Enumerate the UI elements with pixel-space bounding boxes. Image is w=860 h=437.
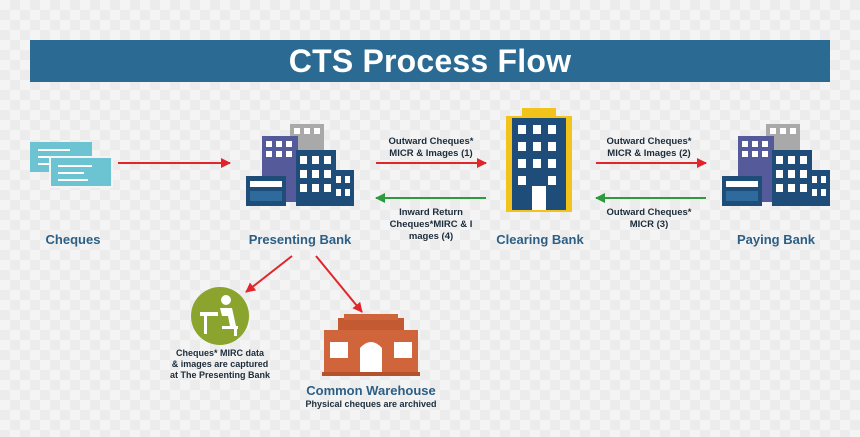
edge-label-line: Inward Return (399, 207, 463, 218)
edge-label-line: Cheques*MIRC & I (389, 219, 473, 230)
note-line: at The Presenting Bank (169, 370, 271, 380)
edge-label-line: mages (4) (408, 231, 454, 242)
edge-label-outward-1: Outward Cheques* MICR & Images (1) (376, 136, 486, 160)
edge-label-inward-4: Inward Return Cheques*MIRC & I mages (4) (376, 207, 486, 243)
edge-label-outward-2: Outward Cheques* MICR & Images (2) (594, 136, 704, 160)
data-capture-icon (191, 287, 249, 345)
edge-label-line: Outward Cheques* (606, 136, 692, 147)
edge-label-line: MICR & Images (2) (607, 148, 691, 159)
page-title: CTS Process Flow (30, 40, 830, 82)
note-data-capture: Cheques* MIRC data & images are captured… (160, 348, 280, 381)
cheques-icon (30, 142, 113, 188)
note-line: Cheques* MIRC data (175, 348, 264, 358)
arrow-to-data-capture (245, 255, 293, 293)
clearing-bank-icon (506, 108, 572, 212)
note-line: & images are captured (171, 359, 269, 369)
node-label-cheques: Cheques (45, 232, 101, 247)
node-label-common-warehouse: Common Warehouse (306, 383, 436, 398)
warehouse-icon (322, 314, 420, 376)
presenting-bank-icon (246, 124, 354, 206)
edge-label-line: MICR (3) (629, 219, 669, 230)
node-label-paying-bank: Paying Bank (736, 232, 816, 247)
edge-label-line: MICR & Images (1) (389, 148, 473, 159)
paying-bank-icon (722, 124, 830, 206)
node-label-presenting-bank: Presenting Bank (248, 232, 352, 247)
edge-label-line: Outward Cheques* (606, 207, 692, 218)
edge-label-line: Outward Cheques* (388, 136, 474, 147)
edge-label-outward-3: Outward Cheques* MICR (3) (594, 207, 704, 231)
node-label-clearing-bank: Clearing Bank (496, 232, 584, 247)
arrow-to-warehouse (315, 255, 363, 313)
note-archive: Physical cheques are archived (305, 399, 437, 409)
